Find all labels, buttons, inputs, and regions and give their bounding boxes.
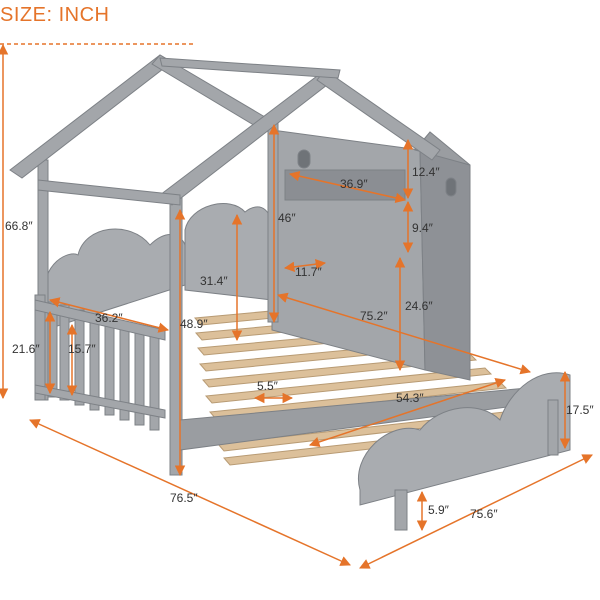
leg-front [394,489,408,531]
label-shelf-width: 36.9″ [340,177,368,191]
label-fence-height: 21.6″ [12,342,40,356]
dim-line-shelf-depth [283,258,327,273]
dim-line-shelf-width [288,170,407,204]
window-right [445,177,457,197]
cloud-headboard-2 [184,203,273,301]
label-slat-gap: 5.5″ [257,379,279,393]
label-panel-height: 24.6″ [405,299,433,313]
label-shelf-length: 46″ [278,211,296,225]
label-overall-width: 76.5″ [170,491,198,505]
dim-line-inner-length [276,292,532,375]
dimension-labels: 66.8″ 21.6″ 15.7″ 36.2″ 48.9″ 31.4″ 36.9… [5,165,594,521]
label-slat-length: 54.3″ [396,391,424,405]
label-leg-height: 5.9″ [428,503,450,517]
size-unit-label: SIZE: INCH [0,4,110,26]
leg-right [547,399,559,456]
label-inner-width: 36.2″ [95,311,123,325]
label-inner-length: 75.2″ [360,309,388,323]
label-shelf-height: 12.4″ [412,165,440,179]
dim-line-inner-width [48,297,170,333]
label-overall-height: 66.8″ [5,219,33,233]
post-right [267,121,279,323]
dim-line-overall-length [359,454,593,569]
label-shelf-depth: 11.7″ [295,265,322,279]
label-fence-gap: 15.7″ [68,342,96,356]
headboard-panel [271,129,426,371]
window-left [297,149,311,169]
roof [9,54,441,206]
label-overall-length: 75.6″ [470,507,498,521]
dim-line-overall-width [29,419,351,566]
label-shelf-lower: 9.4″ [412,221,434,235]
label-post-height: 48.9″ [180,317,208,331]
label-roof-clearance: 31.4″ [200,274,228,288]
dimension-lines [0,43,593,569]
bed-frame [9,54,571,531]
label-footboard-height: 17.5″ [566,403,594,417]
